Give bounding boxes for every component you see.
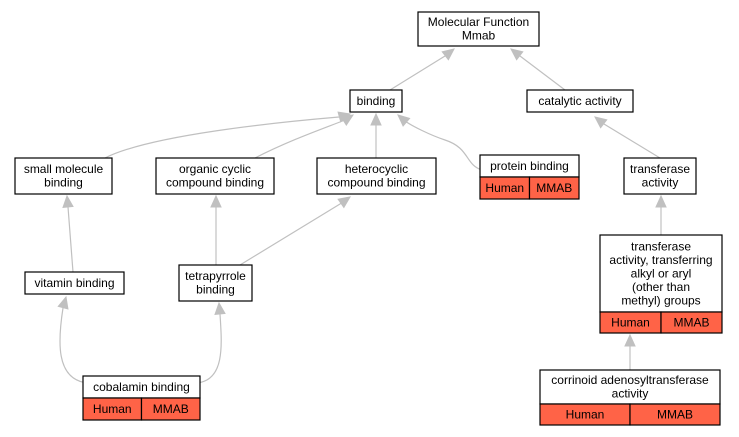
term-label-line: vitamin binding — [34, 276, 114, 290]
edge-tetrapyrrole_binding-to-organic_cyclic_compound_binding — [210, 194, 222, 265]
annotation-gene: MMAB — [674, 316, 710, 330]
edge-line — [59, 307, 89, 384]
edge-heterocyclic_compound_binding-to-binding — [370, 112, 382, 158]
term-label-line: activity — [642, 176, 679, 190]
edge-line — [404, 120, 483, 171]
annotation-cell — [140, 397, 201, 421]
arrowhead-icon — [397, 114, 411, 127]
term-label-line: compound binding — [166, 176, 264, 190]
term-label-line: protein binding — [490, 159, 569, 173]
term-label-line: Molecular Function — [428, 15, 529, 29]
edge-line — [196, 313, 222, 384]
term-box — [623, 157, 697, 195]
edge-line — [104, 116, 340, 159]
edge-protein_binding-to-binding — [397, 114, 483, 171]
term-box — [417, 11, 540, 47]
edge-catalytic_activity-to-molecular_function — [510, 48, 566, 91]
arrowhead-icon — [594, 116, 608, 129]
annotation-species: Human — [566, 408, 605, 422]
annotation-cell — [660, 311, 723, 334]
edge-corrinoid_adenosyltransferase_activity-to-transferase_alkyl_aryl — [624, 333, 636, 370]
annotation-cell — [528, 176, 580, 200]
term-label-line: organic cyclic — [179, 162, 251, 176]
edge-cobalamin_binding-to-vitamin_binding — [57, 295, 89, 384]
term-label-line: transferase — [630, 162, 690, 176]
edge-line — [239, 202, 342, 266]
edge-line — [603, 123, 661, 159]
term-label-line: binding — [357, 94, 396, 108]
arrowhead-icon — [510, 48, 524, 61]
term-label-line: binding — [44, 176, 83, 190]
term-box — [316, 157, 437, 195]
term-label-line: tetrapyrrole — [185, 269, 246, 283]
annotation-cell — [629, 403, 721, 426]
term-label-line: binding — [196, 283, 235, 297]
edge-vitamin_binding-to-small_molecule_binding — [62, 194, 74, 273]
edge-tetrapyrrole_binding-to-heterocyclic_compound_binding — [239, 196, 351, 266]
edge-line — [67, 206, 74, 273]
term-box — [14, 157, 113, 195]
term-box — [24, 271, 125, 295]
arrowhead-icon — [57, 295, 69, 310]
arrowhead-icon — [441, 48, 455, 61]
arrowhead-icon — [655, 194, 667, 208]
arrowhead-icon — [337, 196, 351, 209]
edges-layer — [57, 48, 667, 384]
edge-binding-to-molecular_function — [389, 48, 455, 91]
annotation-gene: MMAB — [536, 181, 572, 195]
go-term-binding[interactable]: binding — [349, 89, 403, 113]
annotation-gene: MMAB — [657, 408, 693, 422]
go-term-catalytic-activity[interactable]: catalytic activity — [526, 89, 634, 113]
term-label-line: small molecule — [24, 162, 104, 176]
term-label-line: (other than — [632, 280, 690, 294]
edge-small_molecule_binding-to-binding — [104, 111, 352, 159]
edge-line — [254, 119, 346, 159]
term-label-line: Mmab — [462, 29, 496, 43]
go-term-vitamin-binding[interactable]: vitamin binding — [24, 271, 125, 295]
term-box — [526, 89, 634, 113]
edge-transferase_alkyl_aryl-to-transferase_activity — [655, 194, 667, 235]
term-box — [178, 264, 253, 302]
term-label-line: compound binding — [327, 176, 425, 190]
arrowhead-icon — [210, 194, 222, 208]
edge-line — [389, 55, 446, 91]
arrowhead-icon — [62, 194, 74, 208]
annotation-species: Human — [485, 181, 524, 195]
term-box — [349, 89, 403, 113]
term-label-line: cobalamin binding — [93, 380, 190, 394]
arrowhead-icon — [370, 112, 382, 126]
term-label-line: alkyl or aryl — [631, 266, 692, 280]
arrowhead-icon — [340, 114, 355, 126]
annotation-species: Human — [93, 402, 132, 416]
term-box — [155, 157, 275, 195]
arrowhead-icon — [214, 301, 226, 315]
edge-organic_cyclic_compound_binding-to-binding — [254, 114, 355, 159]
term-label-line: catalytic activity — [538, 94, 621, 108]
edge-transferase_activity-to-catalytic_activity — [594, 116, 661, 159]
term-label-line: activity — [612, 387, 649, 401]
term-label-line: activity, transferring — [609, 253, 712, 267]
edge-line — [519, 55, 566, 91]
term-label-line: transferase — [631, 239, 691, 253]
term-label-line: heterocyclic — [345, 162, 408, 176]
annotation-species: Human — [611, 316, 650, 330]
term-label-line: corrinoid adenosyltransferase — [551, 373, 709, 387]
go-term-corrinoid-adenosyltransferase-activity[interactable]: corrinoid adenosyltransferaseactivityHum… — [539, 369, 721, 426]
arrowhead-icon — [624, 333, 636, 347]
term-box — [539, 369, 721, 405]
edge-cobalamin_binding-to-tetrapyrrole_binding — [196, 301, 226, 384]
term-label-line: methyl) groups — [621, 293, 700, 307]
annotation-gene: MMAB — [153, 402, 189, 416]
